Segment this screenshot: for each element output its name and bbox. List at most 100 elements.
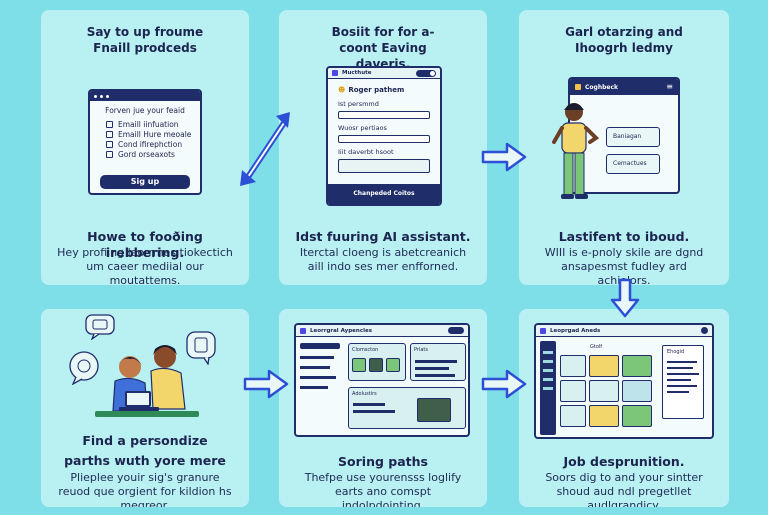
- card-heading: Lastifent to iboud.: [558, 229, 690, 244]
- window-title: Leorrgral Aypencles: [310, 327, 372, 334]
- window-titlebar: [90, 91, 200, 101]
- checkbox[interactable]: [106, 130, 113, 138]
- step-card-signup: Say to up froume Fnaill prodceds Forven …: [41, 10, 249, 285]
- grid-tile[interactable]: [622, 405, 652, 427]
- detail-document[interactable]: Ehogid: [662, 345, 704, 419]
- step-card-organizing: Garl otarzing and Ihoogrh ledmy Coghbeck…: [519, 10, 729, 285]
- user-icon: ☻: [338, 86, 346, 94]
- step-card-job-description: Leoprgad Aneds Gtolf Ehogid: [519, 309, 729, 507]
- panel-label: Gtolf: [590, 344, 603, 350]
- card-top-caption: Say to up froume Fnaill prodceds: [86, 25, 204, 55]
- account-window: Mucthute ☻ Roger pathem Ist persmmd Wuos…: [326, 66, 442, 206]
- app-logo-icon: [575, 84, 581, 90]
- content-panel: Adolustirs: [348, 387, 466, 429]
- grid-tile[interactable]: [560, 355, 586, 377]
- window-title: Mucthute: [342, 70, 372, 76]
- field-label: Ist persmmd: [338, 100, 379, 108]
- list-item[interactable]: Baniagan: [606, 127, 660, 147]
- grid-tile[interactable]: [560, 380, 586, 402]
- signup-window: Forven jue your feaid Emaill iinfuation …: [88, 89, 202, 195]
- grid-tile[interactable]: [622, 380, 652, 402]
- person-illustration: [552, 103, 600, 199]
- sidebar-item[interactable]: [300, 366, 330, 369]
- app-logo-icon: [332, 70, 338, 76]
- text-input[interactable]: [338, 111, 430, 119]
- card-top-caption: Garl otarzing and Ihoogrh ledmy: [565, 25, 683, 55]
- sidebar-item[interactable]: [543, 378, 553, 381]
- menu-icon[interactable]: ≡: [666, 82, 673, 91]
- sidebar-item[interactable]: [543, 369, 553, 372]
- step-card-sorting: Leorrgral Aypencles Clomscton Prlats: [279, 309, 487, 507]
- paths-window: Leorrgral Aypencles Clomscton Prlats: [294, 323, 470, 437]
- card-heading: Idst fuuring AI assistant.: [295, 229, 471, 244]
- sidebar: [540, 341, 556, 435]
- checkbox[interactable]: [106, 140, 113, 148]
- checklist-item[interactable]: Emaill Hure meoale: [106, 129, 200, 139]
- dashboard-window: Coghbeck ≡ Baniagan Cemactues: [568, 77, 680, 194]
- speech-bubble-icon: [69, 351, 99, 385]
- card-description: Thefpe use yourensss loglify earts ano c…: [304, 471, 462, 507]
- card-description: Soors dig to and your sintter shoud aud …: [545, 471, 703, 507]
- sidebar: [300, 343, 340, 431]
- toggle-switch[interactable]: [416, 69, 436, 77]
- jobs-window: Leoprgad Aneds Gtolf Ehogid: [534, 323, 714, 439]
- thumbnail-icon[interactable]: [369, 358, 383, 372]
- right-arrow-icon: [481, 369, 527, 399]
- sidebar-item[interactable]: [543, 360, 553, 363]
- form-header: Roger pathem: [348, 86, 405, 94]
- app-logo-icon: [540, 327, 546, 334]
- content-panel: Prlats: [410, 343, 466, 381]
- checklist-item[interactable]: Emaill iinfuation: [106, 119, 200, 129]
- grid-tile[interactable]: [589, 355, 619, 377]
- thumbnail-icon[interactable]: [386, 358, 400, 372]
- card-description: WIII is e-pnoly skile are dgnd ansapesms…: [544, 246, 704, 285]
- sidebar-item[interactable]: [543, 387, 553, 390]
- speech-bubble-icon: [85, 314, 115, 340]
- signup-button[interactable]: Sig up: [100, 175, 190, 189]
- card-heading: Job desprunition.: [563, 454, 685, 469]
- grid-tile[interactable]: [622, 355, 652, 377]
- people-laptop-illustration: [95, 345, 199, 417]
- step-card-account: Bosiit for for a-coont Eaving daveris. M…: [279, 10, 487, 285]
- double-arrow-icon: [240, 112, 290, 186]
- window-title: Leoprgad Aneds: [550, 327, 601, 334]
- right-arrow-icon: [243, 369, 289, 399]
- list-item[interactable]: Cemactues: [606, 154, 660, 174]
- sidebar-active-item[interactable]: [300, 343, 340, 349]
- field-label: Wuosr pertiaos: [338, 124, 387, 132]
- card-top-caption: Bosiit for for a-coont Eaving daveris.: [331, 25, 435, 71]
- window-title: Forven jue your feaid: [105, 106, 185, 115]
- app-logo-icon: [300, 327, 306, 334]
- sidebar-item[interactable]: [543, 351, 553, 354]
- card-description: Plieplee youir sig's granure reuod que o…: [58, 471, 232, 507]
- sidebar-item[interactable]: [300, 386, 328, 389]
- grid-tile[interactable]: [589, 405, 619, 427]
- card-description: Hey profiing leorrmes tiokectich um caee…: [57, 246, 233, 285]
- text-input[interactable]: [338, 159, 430, 173]
- card-description: Iterctal cloeng is abetcreanich aill ind…: [299, 246, 467, 273]
- submit-button[interactable]: Chanpeded Coitos: [328, 184, 440, 204]
- avatar[interactable]: [701, 327, 708, 334]
- checkbox[interactable]: [106, 120, 113, 128]
- checklist-item[interactable]: Cond ifirephction: [106, 139, 200, 149]
- preview-image[interactable]: [417, 398, 451, 422]
- toggle-switch[interactable]: [448, 327, 464, 334]
- step-card-personalize: Find a persondize parths wuth yore mere …: [41, 309, 249, 507]
- down-arrow-icon: [610, 278, 640, 318]
- sidebar-item[interactable]: [300, 356, 334, 359]
- field-label: Iiit daverbt hsoot: [338, 148, 394, 156]
- window-title: Coghbeck: [585, 83, 619, 91]
- card-heading: Howe to fooðing irebbering.: [87, 229, 203, 260]
- grid-tile[interactable]: [560, 405, 586, 427]
- card-heading: Soring paths: [338, 454, 428, 469]
- content-panel: Clomscton: [348, 343, 406, 381]
- right-arrow-icon: [481, 142, 527, 172]
- speech-bubble-icon: [186, 331, 216, 365]
- grid-tile[interactable]: [589, 380, 619, 402]
- checklist-item[interactable]: Gord orseaxots: [106, 149, 200, 159]
- text-input[interactable]: [338, 135, 430, 143]
- sidebar-item[interactable]: [300, 376, 336, 379]
- thumbnail-icon[interactable]: [352, 358, 366, 372]
- checkbox[interactable]: [106, 150, 113, 158]
- card-heading: Find a persondize parths wuth yore mere: [64, 433, 226, 468]
